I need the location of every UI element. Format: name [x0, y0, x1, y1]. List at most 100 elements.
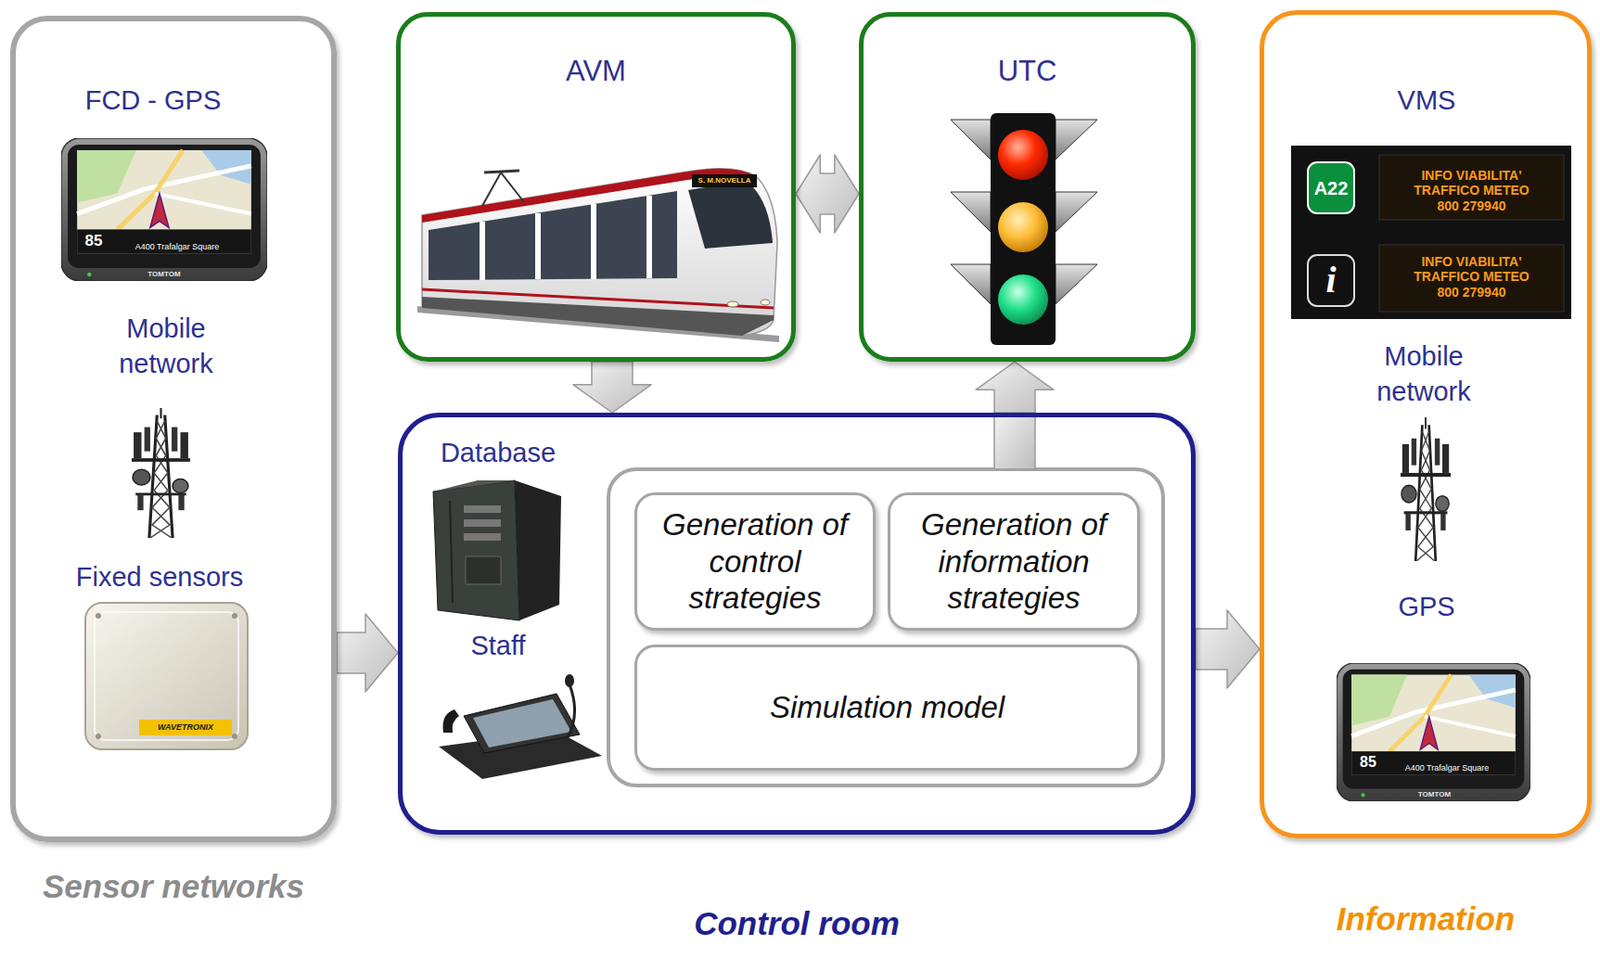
fixed-sensor-part — [231, 733, 238, 740]
box-heading: UTC — [863, 53, 1191, 89]
database-cabinet-part — [465, 556, 501, 585]
tram-part — [646, 195, 653, 279]
database-cabinet-part — [449, 500, 453, 603]
gps-device-part — [1336, 663, 1531, 802]
sign-text: A22 — [1307, 177, 1355, 200]
traffic-light-part — [990, 113, 1056, 346]
brand-text: TOMTOM — [1399, 790, 1470, 800]
block-arrow — [975, 361, 1054, 413]
tram-part — [688, 185, 773, 249]
sign-text: TRAFFICO METEO — [1379, 268, 1564, 284]
arrow-shaft — [994, 411, 1036, 470]
part-label: Fixed sensors — [29, 560, 290, 594]
tram-part — [691, 174, 757, 188]
process-box: Simulation model — [634, 644, 1140, 771]
tram-part — [727, 301, 739, 308]
tram-part — [422, 168, 778, 336]
traffic-light-part — [998, 202, 1049, 253]
part-label: Database — [428, 435, 568, 470]
part-label: FCD - GPS — [37, 83, 269, 117]
part-label: Mobile network — [96, 310, 236, 382]
box-heading: AVM — [400, 53, 792, 89]
gps-device-part — [61, 138, 268, 282]
sign-text: i — [1307, 257, 1355, 303]
screen-text: 85 — [79, 231, 108, 251]
gps-device — [1336, 663, 1531, 802]
database-cabinet-part — [433, 480, 520, 621]
tram-part — [760, 299, 770, 306]
vms-sign-part — [1307, 255, 1355, 307]
sign-text: 800 279940 — [1379, 198, 1564, 214]
sign-text: TRAFFICO METEO — [1379, 182, 1564, 198]
screen-text: A400 Trafalgar Square — [1389, 763, 1505, 774]
box-text: Simulation model — [769, 689, 1005, 727]
tram-part — [484, 170, 520, 173]
part-label: Staff — [428, 628, 568, 663]
sign-text: INFO VIABILITA' — [1379, 254, 1564, 269]
panel-heading: Information — [1259, 899, 1592, 939]
control-room-panel: Control room Generation of control strate… — [397, 412, 1196, 944]
database-cabinet-part — [463, 505, 501, 513]
mobile-tower — [131, 408, 191, 538]
tram-part — [428, 191, 678, 281]
process-box: Generation of control strategies — [634, 492, 876, 631]
database-cabinet — [433, 480, 562, 621]
vms-sign — [1291, 145, 1572, 320]
traffic-light-part — [998, 274, 1049, 325]
block-arrow — [795, 154, 859, 233]
vms-sign-part — [1379, 154, 1564, 220]
tram-part — [479, 221, 486, 281]
database-cabinet-part — [433, 480, 515, 492]
sign-text: INFO VIABILITA' — [1379, 167, 1564, 183]
tram-part — [535, 213, 541, 280]
vms-sign-part — [1379, 244, 1564, 312]
mobile-tower-part — [131, 408, 191, 538]
staff-console — [438, 674, 602, 780]
part-label: VMS — [1333, 83, 1520, 117]
database-cabinet-part — [463, 519, 501, 527]
destination-text: S. M.NOVELLA — [691, 175, 757, 187]
part-label: Mobile network — [1354, 338, 1494, 410]
staff-console-part — [443, 709, 461, 733]
traffic-light-part — [950, 192, 991, 232]
tram-part — [422, 296, 774, 336]
traffic-light-part — [998, 129, 1049, 180]
block-arrow — [1195, 610, 1260, 689]
traffic-light-part — [950, 119, 991, 160]
fixed-sensor-part — [85, 602, 248, 750]
fixed-sensor-part — [95, 733, 102, 740]
vms-sign-part — [1307, 162, 1355, 214]
panel-heading: Sensor networks — [10, 867, 337, 907]
staff-console-part — [463, 693, 580, 754]
process-box: Generation of information strategies — [887, 492, 1140, 631]
fixed-sensor-part — [231, 613, 238, 619]
traffic-light-part — [950, 264, 991, 305]
traffic-light-part — [1055, 119, 1098, 160]
fixed-sensor — [85, 602, 248, 750]
gps-device — [61, 138, 268, 282]
part-label: GPS — [1333, 589, 1520, 624]
tram-part — [590, 204, 597, 280]
tram — [417, 168, 780, 343]
panel-outline — [10, 15, 337, 843]
mobile-tower — [1400, 417, 1451, 562]
staff-console-part — [473, 699, 572, 748]
information-panel: Information — [1259, 10, 1592, 940]
arrow-shaft-part — [994, 411, 1036, 470]
panel-heading: Control room — [397, 904, 1196, 944]
mobile-tower-part — [1400, 417, 1451, 562]
utc-box: UTC — [858, 12, 1196, 362]
box-text: Generation of information strategies — [901, 506, 1127, 617]
panel-outline — [1259, 10, 1592, 839]
traffic-light-part — [1055, 264, 1098, 305]
block-arrow — [336, 614, 398, 692]
avm-box: AVM — [396, 12, 796, 362]
staff-console-part — [564, 674, 575, 688]
box-text: Generation of control strategies — [648, 506, 862, 617]
sensor-panel: Sensor networks — [10, 15, 337, 950]
screen-text: 85 — [1354, 753, 1383, 771]
sign-text: 800 279940 — [1379, 284, 1564, 300]
staff-console-part — [567, 684, 576, 738]
